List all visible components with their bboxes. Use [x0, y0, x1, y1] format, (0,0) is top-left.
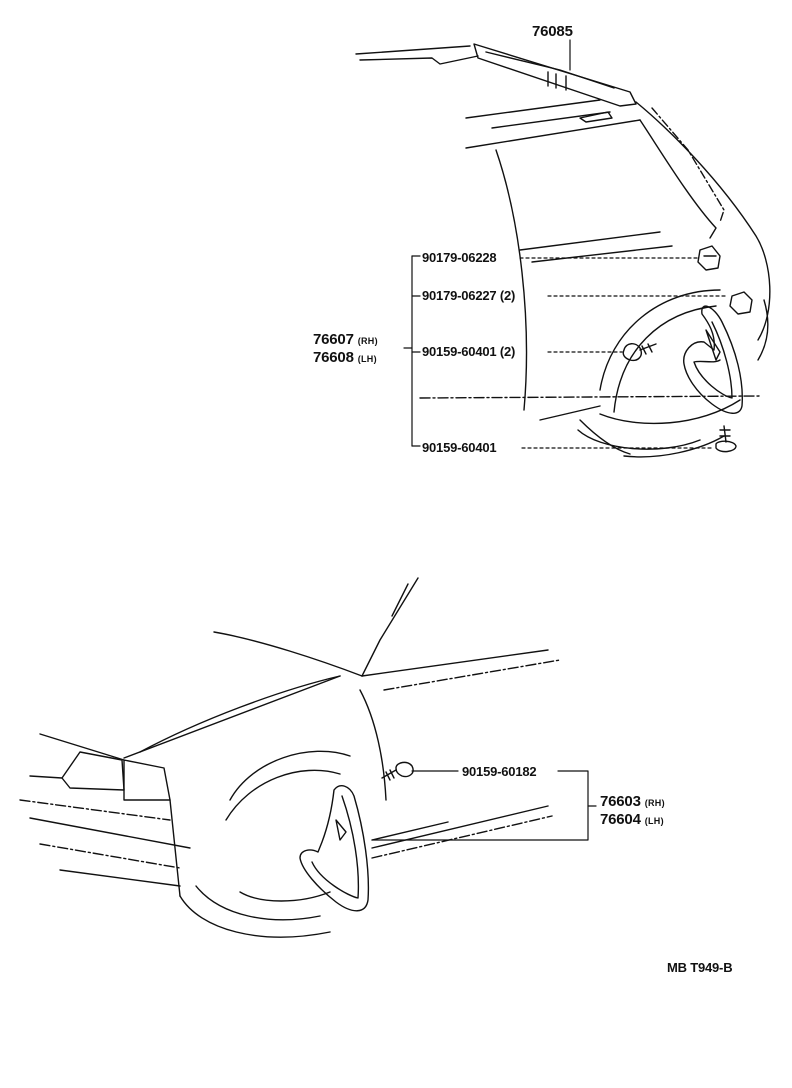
rear-flap-lh-side: (LH) [357, 354, 377, 364]
front-flap-lh-part: 76604 [600, 811, 641, 828]
rear-mudguard [683, 305, 744, 414]
front-flap-lh-label: 76604 (LH) [599, 812, 665, 827]
rear-fasteners [622, 245, 753, 453]
part-90159-60401-label: 90159-60401 [421, 440, 498, 455]
rear-flap-rh-part: 76607 [313, 331, 354, 348]
front-leaders [371, 770, 597, 841]
rear-leaders [403, 39, 729, 449]
part-90179-06227-label: 90179-06227 (2) [421, 288, 517, 303]
rear-flap-lh-part: 76608 [313, 349, 354, 366]
part-76085-label: 76085 [531, 23, 574, 40]
rear-flap-rh-side: (RH) [357, 336, 378, 346]
part-90179-06228-label: 90179-06228 [421, 250, 498, 265]
front-screw [381, 761, 414, 781]
front-flap-rh-side: (RH) [644, 798, 665, 808]
front-body-outline [19, 577, 561, 938]
rear-body-outline [355, 43, 771, 458]
front-flap-rh-label: 76603 (RH) [599, 794, 666, 809]
part-90159-60182-label: 90159-60182 [461, 764, 538, 779]
front-flap-lh-side: (LH) [644, 816, 664, 826]
front-mudguard [299, 785, 370, 912]
front-flap-rh-part: 76603 [600, 793, 641, 810]
diagram-code-label: MB T949-B [666, 960, 734, 975]
rear-flap-rh-label: 76607 (RH) [312, 332, 379, 347]
rear-flap-lh-label: 76608 (LH) [312, 350, 378, 365]
part-90159-60401-2-label: 90159-60401 (2) [421, 344, 517, 359]
